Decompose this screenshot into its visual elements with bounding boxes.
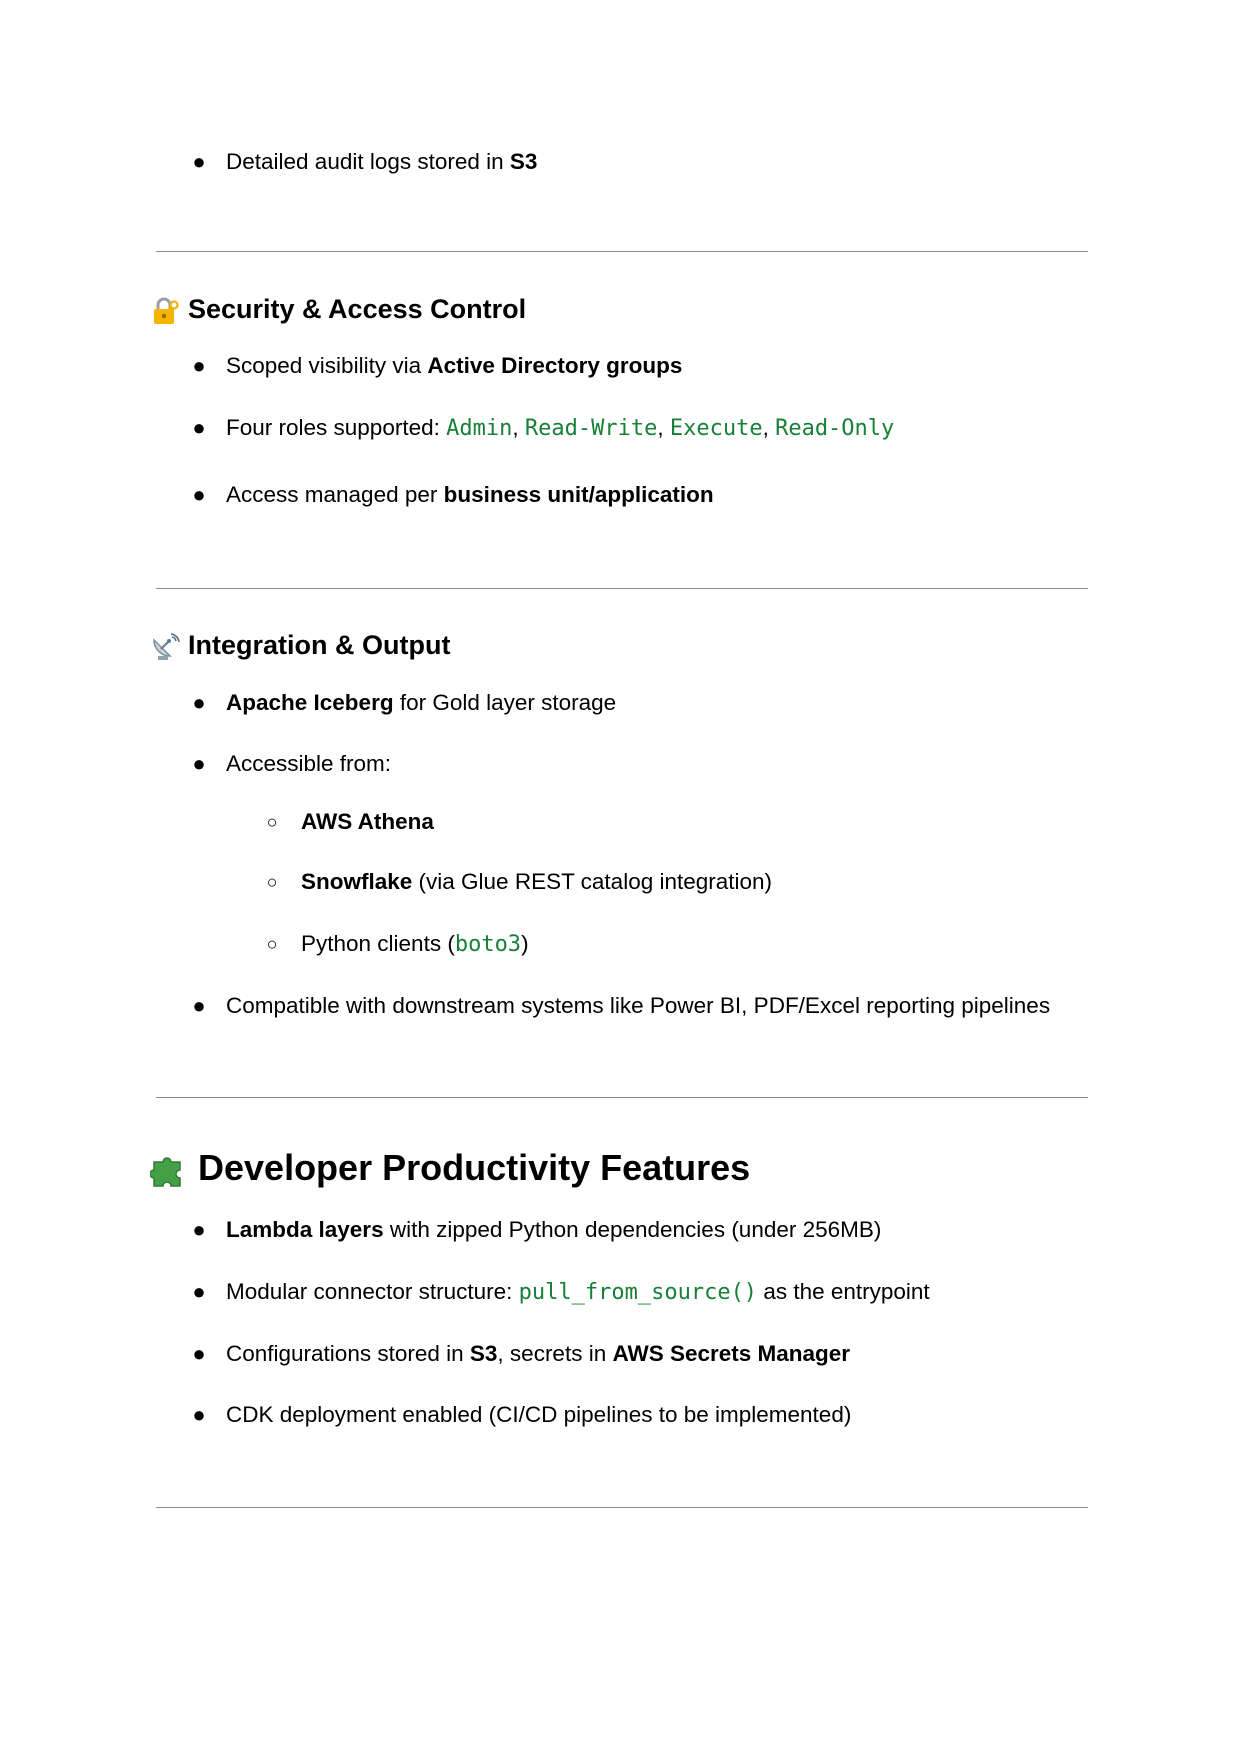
sub-list-item: ○ Snowflake (via Glue REST catalog integ… [0, 867, 1242, 897]
bullet-icon: ● [192, 415, 206, 440]
bullet-icon: ● [192, 1341, 206, 1366]
list-item: ● Modular connector structure: pull_from… [0, 1277, 1242, 1307]
bullet-icon: ● [192, 1402, 206, 1427]
list-item-text: Configurations stored in S3, secrets in … [226, 1341, 851, 1366]
list-item-text: Detailed audit logs stored in S3 [226, 149, 538, 174]
puzzle-piece-icon [150, 1157, 181, 1188]
horizontal-rule [156, 251, 1088, 252]
satellite-antenna-icon [153, 633, 180, 660]
sub-list-item: ○ AWS Athena [0, 807, 1242, 837]
list-item-text: Lambda layers with zipped Python depende… [226, 1217, 882, 1242]
lock-with-key-icon [154, 297, 179, 324]
bullet-icon: ● [192, 993, 206, 1018]
list-item: ● Accessible from: [0, 749, 1242, 779]
bullet-icon: ● [192, 1279, 206, 1304]
list-item-text: Four roles supported: Admin, Read-Write,… [226, 415, 895, 441]
bullet-icon: ● [192, 482, 206, 507]
horizontal-rule [156, 1097, 1088, 1098]
section-heading-developer: Developer Productivity Features [150, 1145, 750, 1191]
role-admin: Admin [446, 416, 513, 441]
role-read-only: Read-Only [775, 416, 895, 441]
bullet-icon: ● [192, 1217, 206, 1242]
sub-list-item: ○ Python clients (boto3) [0, 929, 1242, 959]
list-item: ● Detailed audit logs stored in S3 [0, 147, 1242, 177]
bullet-icon: ● [192, 751, 206, 776]
list-item-text: Modular connector structure: pull_from_s… [226, 1279, 930, 1305]
hollow-bullet-icon: ○ [266, 812, 278, 832]
bullet-icon: ● [192, 149, 206, 174]
list-item-text: Compatible with downstream systems like … [226, 993, 1051, 1018]
hollow-bullet-icon: ○ [266, 872, 278, 892]
list-item-text: AWS Athena [301, 809, 434, 834]
horizontal-rule [156, 588, 1088, 589]
list-item-text: CDK deployment enabled (CI/CD pipelines … [226, 1402, 852, 1427]
list-item: ● Four roles supported: Admin, Read-Writ… [0, 413, 1242, 443]
list-item-text: Python clients (boto3) [301, 931, 529, 957]
role-read-write: Read-Write [524, 416, 658, 441]
role-execute: Execute [669, 416, 763, 441]
list-item-text: Snowflake (via Glue REST catalog integra… [301, 869, 773, 894]
list-item: ● CDK deployment enabled (CI/CD pipeline… [0, 1400, 1242, 1430]
list-item: ● Compatible with downstream systems lik… [0, 991, 1242, 1021]
list-item-text: Apache Iceberg for Gold layer storage [226, 690, 617, 715]
list-item-text: Access managed per business unit/applica… [226, 482, 714, 507]
horizontal-rule [156, 1507, 1088, 1508]
section-heading-integration: Integration & Output [150, 627, 450, 663]
bullet-icon: ● [192, 690, 206, 715]
section-heading-security: Security & Access Control [150, 291, 526, 327]
list-item: ● Scoped visibility via Active Directory… [0, 351, 1242, 381]
hollow-bullet-icon: ○ [266, 934, 278, 954]
list-item: ● Access managed per business unit/appli… [0, 480, 1242, 510]
bullet-icon: ● [192, 353, 206, 378]
list-item-text: Accessible from: [226, 751, 392, 776]
list-item: ● Configurations stored in S3, secrets i… [0, 1339, 1242, 1369]
list-item: ● Lambda layers with zipped Python depen… [0, 1215, 1242, 1245]
list-item: ● Apache Iceberg for Gold layer storage [0, 688, 1242, 718]
list-item-text: Scoped visibility via Active Directory g… [226, 353, 683, 378]
